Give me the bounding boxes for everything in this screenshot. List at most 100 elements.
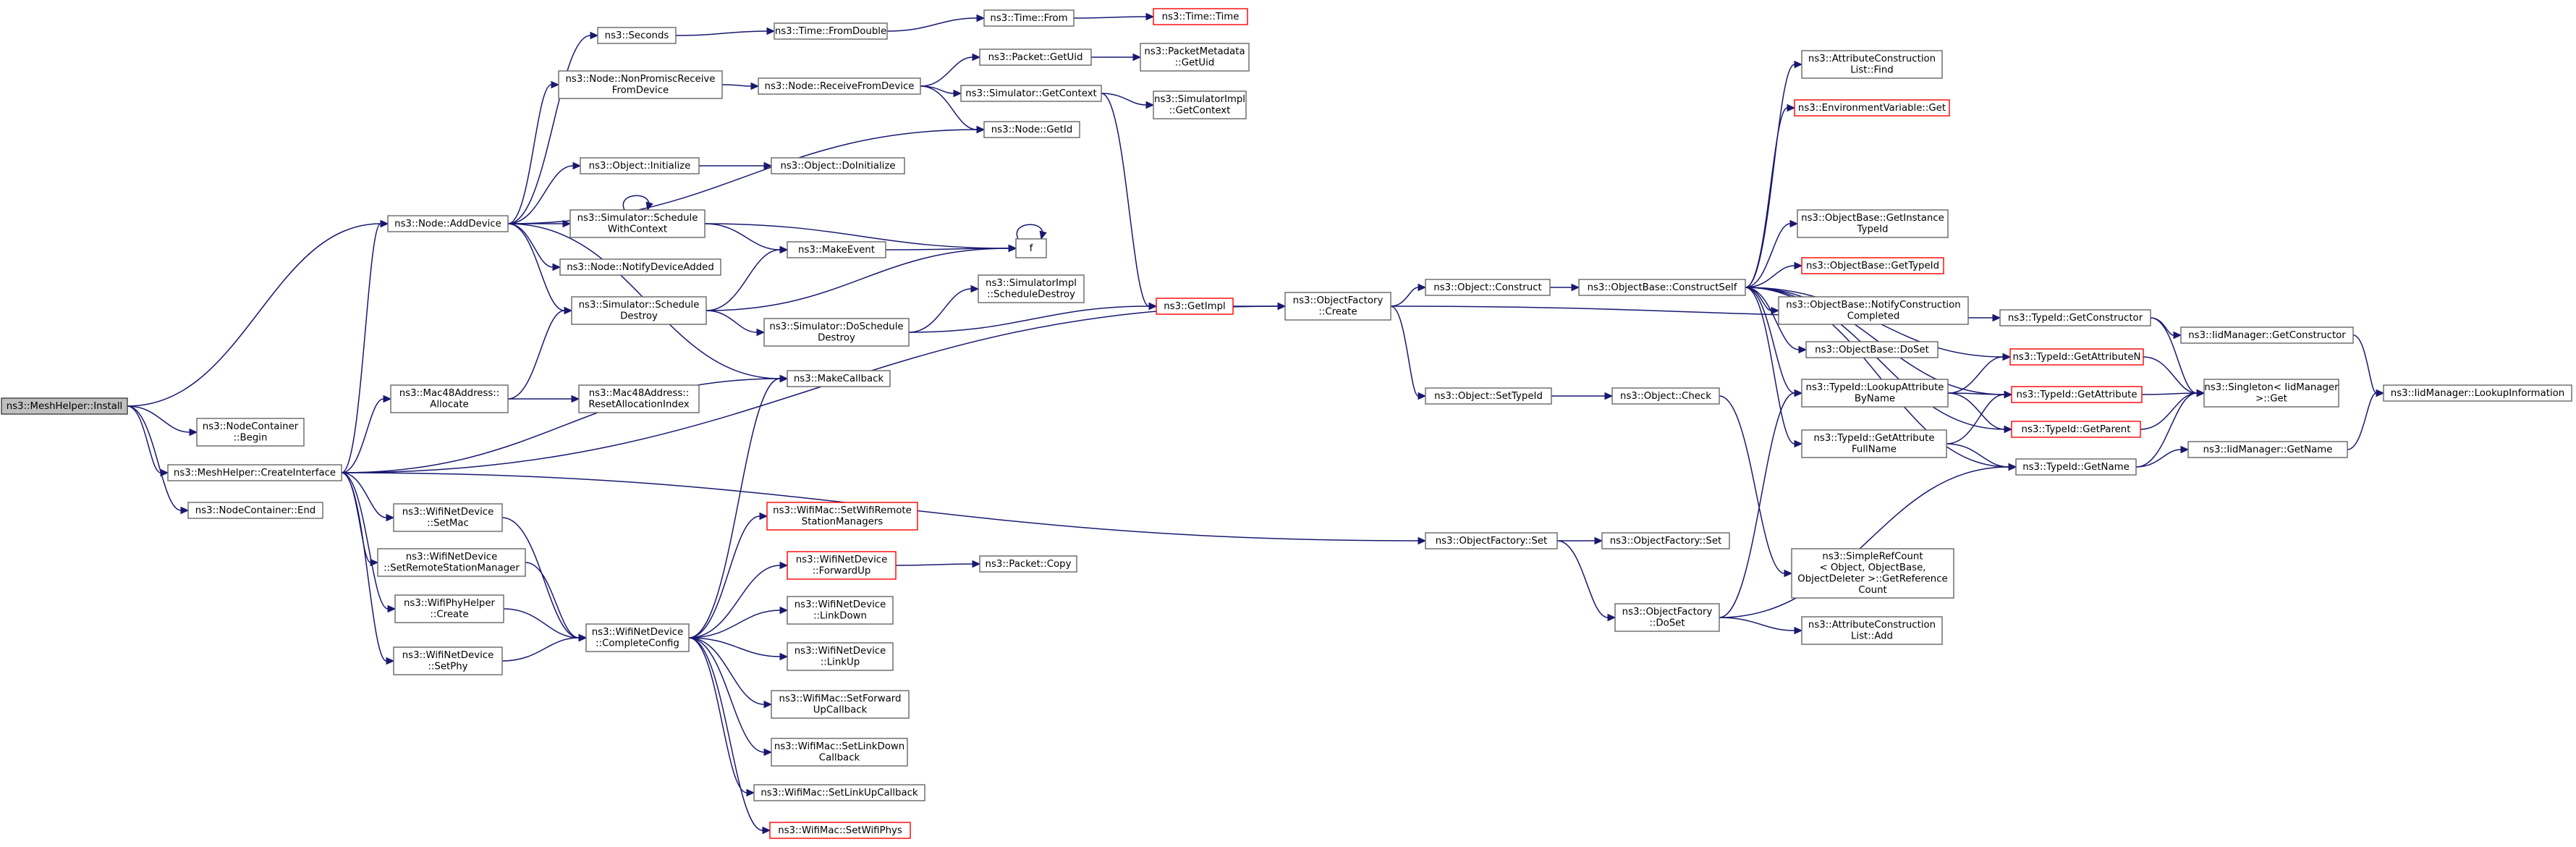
function-node-wifimac-setrsm[interactable]: ns3::WifiMac::SetWifiRemoteStationManage… xyxy=(766,502,918,531)
function-node-mac48-reset[interactable]: ns3::Mac48Address::ResetAllocationIndex xyxy=(578,384,700,413)
function-node-node-adddevice[interactable]: ns3::Node::AddDevice xyxy=(387,215,509,232)
function-node-simimpl-getcontext[interactable]: ns3::SimulatorImpl::GetContext xyxy=(1153,90,1247,119)
function-node-recvfromdev[interactable]: ns3::Node::ReceiveFromDevice xyxy=(758,77,921,95)
function-node-nc-end[interactable]: ns3::NodeContainer::End xyxy=(187,502,323,519)
function-node-simplerefcount[interactable]: ns3::SimpleRefCount< Object, ObjectBase,… xyxy=(1791,548,1954,599)
function-node-wifimac-setphys[interactable]: ns3::WifiMac::SetWifiPhys xyxy=(769,822,911,839)
function-node-pktmeta-getuid[interactable]: ns3::PacketMetadata::GetUid xyxy=(1140,43,1250,72)
function-node-object-construct[interactable]: ns3::Object::Construct xyxy=(1425,279,1551,296)
function-node-obj-initialize[interactable]: ns3::Object::Initialize xyxy=(580,157,700,174)
function-node-getimpl[interactable]: ns3::GetImpl xyxy=(1156,298,1234,315)
function-node-box xyxy=(393,503,503,532)
function-node-wnd-linkdown[interactable]: ns3::WifiNetDevice::LinkDown xyxy=(787,596,894,625)
function-node-typeid-getattribute[interactable]: ns3::TypeId::GetAttribute xyxy=(2011,386,2143,403)
function-node-node-notifydev[interactable]: ns3::Node::NotifyDeviceAdded xyxy=(559,258,721,276)
function-node-objfactory-set[interactable]: ns3::ObjectFactory::Set xyxy=(1425,532,1558,549)
function-node-makeevent[interactable]: ns3::MakeEvent xyxy=(787,241,886,258)
function-node-objbase-notify[interactable]: ns3::ObjectBase::NotifyConstructionCompl… xyxy=(1778,296,1969,325)
function-node-label: ns3::TypeId::LookupAttribute xyxy=(1806,382,1944,393)
function-node-label: ns3::MakeCallback xyxy=(794,374,884,384)
function-node-singleton-get[interactable]: ns3::Singleton< IidManager>::Get xyxy=(2203,379,2339,408)
function-node-objfactory-set2[interactable]: ns3::ObjectFactory::Set xyxy=(1601,532,1730,549)
function-node-wnd-forwardup[interactable]: ns3::WifiNetDevice::ForwardUp xyxy=(787,551,897,580)
function-node-typeid-getname[interactable]: ns3::TypeId::GetName xyxy=(2015,458,2137,476)
function-node-mac48-allocate[interactable]: ns3::Mac48Address::Allocate xyxy=(390,384,509,413)
function-node-objbase-constructself[interactable]: ns3::ObjectBase::ConstructSelf xyxy=(1578,279,1746,296)
function-node-typeid-getattrn[interactable]: ns3::TypeId::GetAttributeN xyxy=(2009,348,2144,366)
function-node-iidmgr-getname[interactable]: ns3::IidManager::GetName xyxy=(2187,441,2348,458)
function-node-wifimac-setlinkup[interactable]: ns3::WifiMac::SetLinkUpCallback xyxy=(753,784,925,801)
function-node-label: ResetAllocationIndex xyxy=(588,400,689,410)
function-node-node-getid[interactable]: ns3::Node::GetId xyxy=(983,121,1080,138)
call-edge-typeid-getattrfull-to-typeid-getattribute xyxy=(1946,390,2013,444)
function-node-label: ::SetPhy xyxy=(428,662,467,673)
function-node-f[interactable]: f xyxy=(1015,238,1047,258)
call-edge-arrowhead xyxy=(1418,392,1427,400)
function-node-label: ObjectDeleter >::GetReference xyxy=(1797,574,1947,585)
call-edge-seconds-to-time-fromdouble xyxy=(675,27,776,36)
function-node-time-from[interactable]: ns3::Time::From xyxy=(983,9,1075,27)
call-edge-wnd-completeconfig-to-wnd-forwardup xyxy=(688,561,789,639)
function-node-nc-begin[interactable]: ns3::NodeContainer::Begin xyxy=(196,418,305,447)
call-edge-arrowhead xyxy=(766,27,776,35)
call-edge-arrowhead xyxy=(763,161,773,170)
function-node-seconds[interactable]: ns3::Seconds xyxy=(597,27,677,44)
function-node-wnd-setmac[interactable]: ns3::WifiNetDevice::SetMac xyxy=(393,503,503,532)
function-node-box xyxy=(1578,279,1746,296)
function-node-label: ns3::Object::DoInitialize xyxy=(780,161,895,172)
function-node-time-fromdouble[interactable]: ns3::Time::FromDouble xyxy=(774,22,888,40)
call-edge-line xyxy=(895,563,973,566)
function-node-simimpl-scheddestroy[interactable]: ns3::SimulatorImpl::ScheduleDestroy xyxy=(978,274,1085,303)
function-node-makecallback[interactable]: ns3::MakeCallback xyxy=(787,370,891,387)
function-node-createif[interactable]: ns3::MeshHelper::CreateInterface xyxy=(167,464,342,481)
function-node-wnd-setrsm[interactable]: ns3::WifiNetDevice::SetRemoteStationMana… xyxy=(377,548,526,577)
function-node-box xyxy=(2187,441,2348,458)
function-node-box xyxy=(1601,532,1730,549)
function-node-sim-scheddestroy[interactable]: ns3::Simulator::ScheduleDestroy xyxy=(571,296,707,325)
function-node-box xyxy=(2015,458,2137,476)
function-node-label: ns3::WifiMac::SetWifiRemote xyxy=(773,505,912,516)
function-node-objbase-gettypeid[interactable]: ns3::ObjectBase::GetTypeId xyxy=(1801,257,1944,274)
function-node-envvar-get[interactable]: ns3::EnvironmentVariable::Get xyxy=(1794,99,1950,117)
function-node-label: ns3::SimulatorImpl xyxy=(1154,94,1245,105)
call-edge-arrowhead xyxy=(1784,569,1793,578)
function-node-obj-doinitialize[interactable]: ns3::Object::DoInitialize xyxy=(771,157,905,174)
function-node-wifiphy-create[interactable]: ns3::WifiPhyHelper::Create xyxy=(394,594,504,623)
function-node-wnd-setphy[interactable]: ns3::WifiNetDevice::SetPhy xyxy=(393,646,503,675)
function-node-wnd-completeconfig[interactable]: ns3::WifiNetDevice::CompleteConfig xyxy=(585,623,690,652)
function-node-label: ns3::Packet::GetUid xyxy=(988,52,1083,63)
function-node-iidmgr-lookupinfo[interactable]: ns3::IidManager::LookupInformation xyxy=(2383,384,2572,402)
function-node-label: ns3::Node::AddDevice xyxy=(394,219,501,229)
call-edge-typeid-getname-to-singleton-get xyxy=(2135,389,2206,468)
function-node-install[interactable]: ns3::MeshHelper::Install xyxy=(1,397,128,415)
function-node-packet-copy[interactable]: ns3::Packet::Copy xyxy=(979,555,1077,573)
function-node-typeid-getparent[interactable]: ns3::TypeId::GetParent xyxy=(2011,421,2141,438)
function-node-sim-getcontext[interactable]: ns3::Simulator::GetContext xyxy=(960,85,1102,102)
function-node-time-time[interactable]: ns3::Time::Time xyxy=(1153,8,1248,25)
function-node-object-check[interactable]: ns3::Object::Check xyxy=(1611,387,1720,405)
function-node-packet-getuid[interactable]: ns3::Packet::GetUid xyxy=(979,49,1092,66)
call-edge-objfactory-set-to-objfactory-set2 xyxy=(1556,536,1603,545)
function-node-object-settypeid[interactable]: ns3::Object::SetTypeId xyxy=(1425,387,1552,405)
call-edge-arrowhead xyxy=(2008,463,2017,471)
function-node-wnd-linkup[interactable]: ns3::WifiNetDevice::LinkUp xyxy=(787,642,894,671)
call-edge-line xyxy=(1556,540,1609,618)
function-node-typeid-getconstructor[interactable]: ns3::TypeId::GetConstructor xyxy=(1999,309,2151,326)
call-edge-arrowhead xyxy=(590,31,599,40)
call-edge-line xyxy=(341,472,387,662)
function-node-objfactory-doset[interactable]: ns3::ObjectFactory::DoSet xyxy=(1614,603,1720,632)
function-node-objbase-doset[interactable]: ns3::ObjectBase::DoSet xyxy=(1805,341,1939,358)
function-node-iidmgr-getconstructor[interactable]: ns3::IidManager::GetConstructor xyxy=(2180,326,2354,344)
call-edge-arrowhead xyxy=(756,328,766,337)
function-node-objfactory-create[interactable]: ns3::ObjectFactory::Create xyxy=(1284,292,1391,321)
